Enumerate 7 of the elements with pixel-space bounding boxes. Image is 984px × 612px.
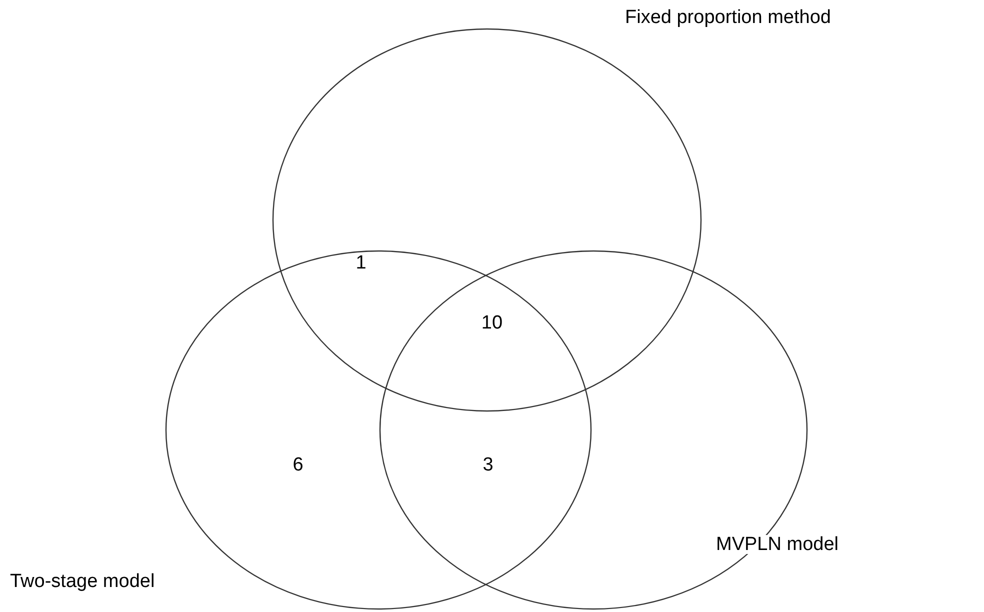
region-count: 6 xyxy=(292,456,304,474)
set-label: MVPLN model xyxy=(716,535,838,554)
set-label: Two-stage model xyxy=(10,572,155,591)
region-count: 3 xyxy=(482,456,494,474)
region-count: 10 xyxy=(481,314,503,332)
region-count: 1 xyxy=(356,254,366,272)
set-label: Fixed proportion method xyxy=(625,8,831,27)
